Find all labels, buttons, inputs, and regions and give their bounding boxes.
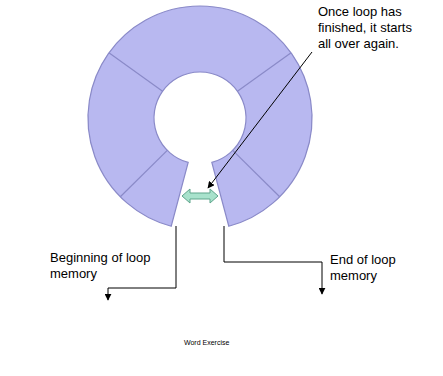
memory-label: Beginning of loop memory bbox=[50, 250, 168, 282]
loop-ring bbox=[88, 6, 312, 226]
ring-body bbox=[88, 6, 312, 226]
segment-divider bbox=[237, 53, 291, 91]
footer-note: Word Exercise bbox=[184, 338, 264, 347]
memory-label: End of loop memory bbox=[330, 252, 414, 284]
segment-divider bbox=[120, 150, 167, 196]
callout-note: Once loop has finished, it starts all ov… bbox=[318, 4, 420, 52]
segment-divider bbox=[233, 150, 280, 196]
leader-line bbox=[224, 226, 322, 294]
leader-line bbox=[208, 52, 312, 188]
double-arrow bbox=[182, 189, 218, 203]
segment-divider bbox=[109, 53, 163, 91]
